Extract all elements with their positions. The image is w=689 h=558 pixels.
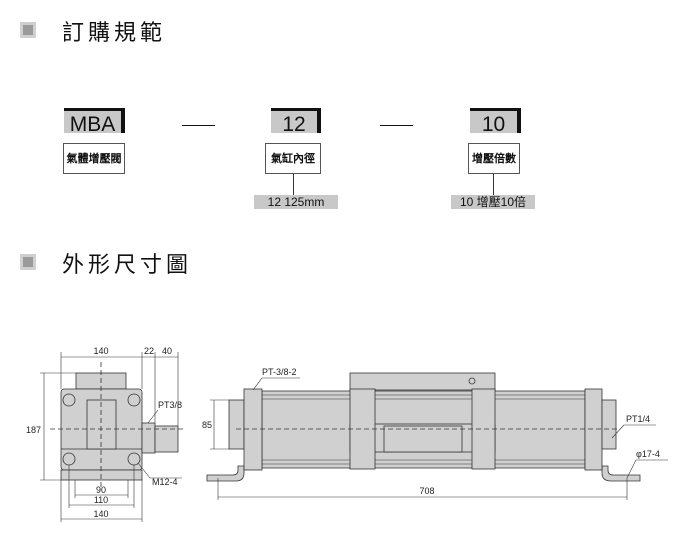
dim-22: 22 xyxy=(144,346,154,356)
bore-code: 12 xyxy=(271,108,321,136)
model-label: 氣體增壓閥 xyxy=(63,143,125,174)
leader-line xyxy=(493,174,494,195)
ratio-code: 10 xyxy=(470,108,521,136)
side-dim-height: 85 xyxy=(202,420,212,430)
section-title-order: 訂購規範 xyxy=(62,21,167,46)
side-port-left: PT-3/8-2 xyxy=(262,367,297,377)
side-dim-length: 708 xyxy=(419,486,434,496)
side-view xyxy=(206,372,641,482)
section-title-dimensions: 外形尺寸圖 xyxy=(62,253,193,278)
bore-value: 12 125mm xyxy=(254,195,338,209)
dim-width-top: 140 xyxy=(93,346,108,356)
section-bullet-icon xyxy=(20,22,36,38)
ratio-label: 增壓倍數 xyxy=(468,143,520,174)
dim-90: 90 xyxy=(96,485,106,495)
side-port-right: PT1/4 xyxy=(626,414,650,424)
side-hole: φ17-4 xyxy=(636,449,660,459)
port-label: PT3/8 xyxy=(158,400,182,410)
front-dimensions xyxy=(40,352,182,522)
dim-110: 110 xyxy=(94,495,108,505)
side-dimensions xyxy=(210,377,668,500)
section-bullet-icon xyxy=(20,254,36,270)
separator-dash xyxy=(380,125,413,126)
dim-width-bottom: 140 xyxy=(93,509,108,519)
separator-dash xyxy=(182,125,215,126)
model-code: MBA xyxy=(64,108,125,136)
leader-line xyxy=(293,174,294,195)
dim-40: 40 xyxy=(162,346,172,356)
dim-height: 187 xyxy=(26,425,41,435)
bore-label: 氣缸內徑 xyxy=(265,143,321,174)
ratio-value: 10 增壓10倍 xyxy=(451,195,535,209)
front-view xyxy=(50,362,185,490)
mount-label: M12-4 xyxy=(152,477,178,487)
